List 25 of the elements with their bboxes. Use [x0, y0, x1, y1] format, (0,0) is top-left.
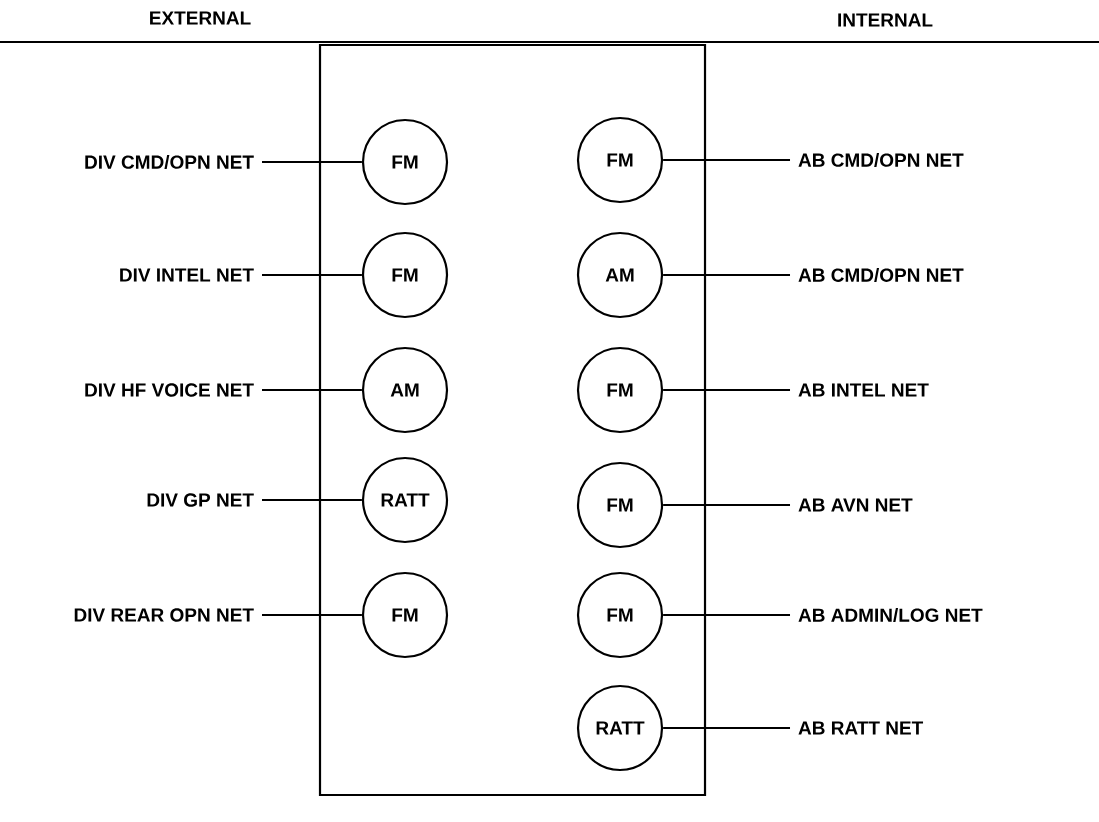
net-label: DIV GP NET [147, 493, 254, 507]
connector-line [663, 726, 790, 730]
net-label: AB INTEL NET [798, 383, 929, 397]
connector-line [663, 388, 790, 392]
net-label: DIV REAR OPN NET [74, 608, 254, 622]
connector-line [663, 613, 790, 617]
net-label: DIV INTEL NET [120, 268, 254, 282]
net-label: AB CMD/OPN NET [798, 267, 964, 283]
net-label: DIV CMD/OPN NET [85, 154, 254, 170]
connector-line [262, 613, 362, 617]
connector-line [262, 498, 362, 502]
connector-line [262, 160, 362, 164]
net-label: AB CMD/OPN NET [798, 152, 964, 168]
net-label: AB RATT NET [798, 721, 924, 735]
connector-line [262, 273, 362, 277]
connector-line [663, 158, 790, 162]
connector-line [262, 388, 362, 392]
net-label: DIV HF VOICE NET [85, 383, 254, 397]
column-heading: INTERNAL [838, 13, 933, 27]
connector-line [663, 503, 790, 507]
radio-set-box [318, 43, 707, 797]
connector-line [663, 273, 790, 277]
net-label: AB AVN NET [798, 498, 913, 512]
column-heading: EXTERNAL [150, 11, 251, 25]
net-label: AB ADMIN/LOG NET [798, 607, 983, 623]
